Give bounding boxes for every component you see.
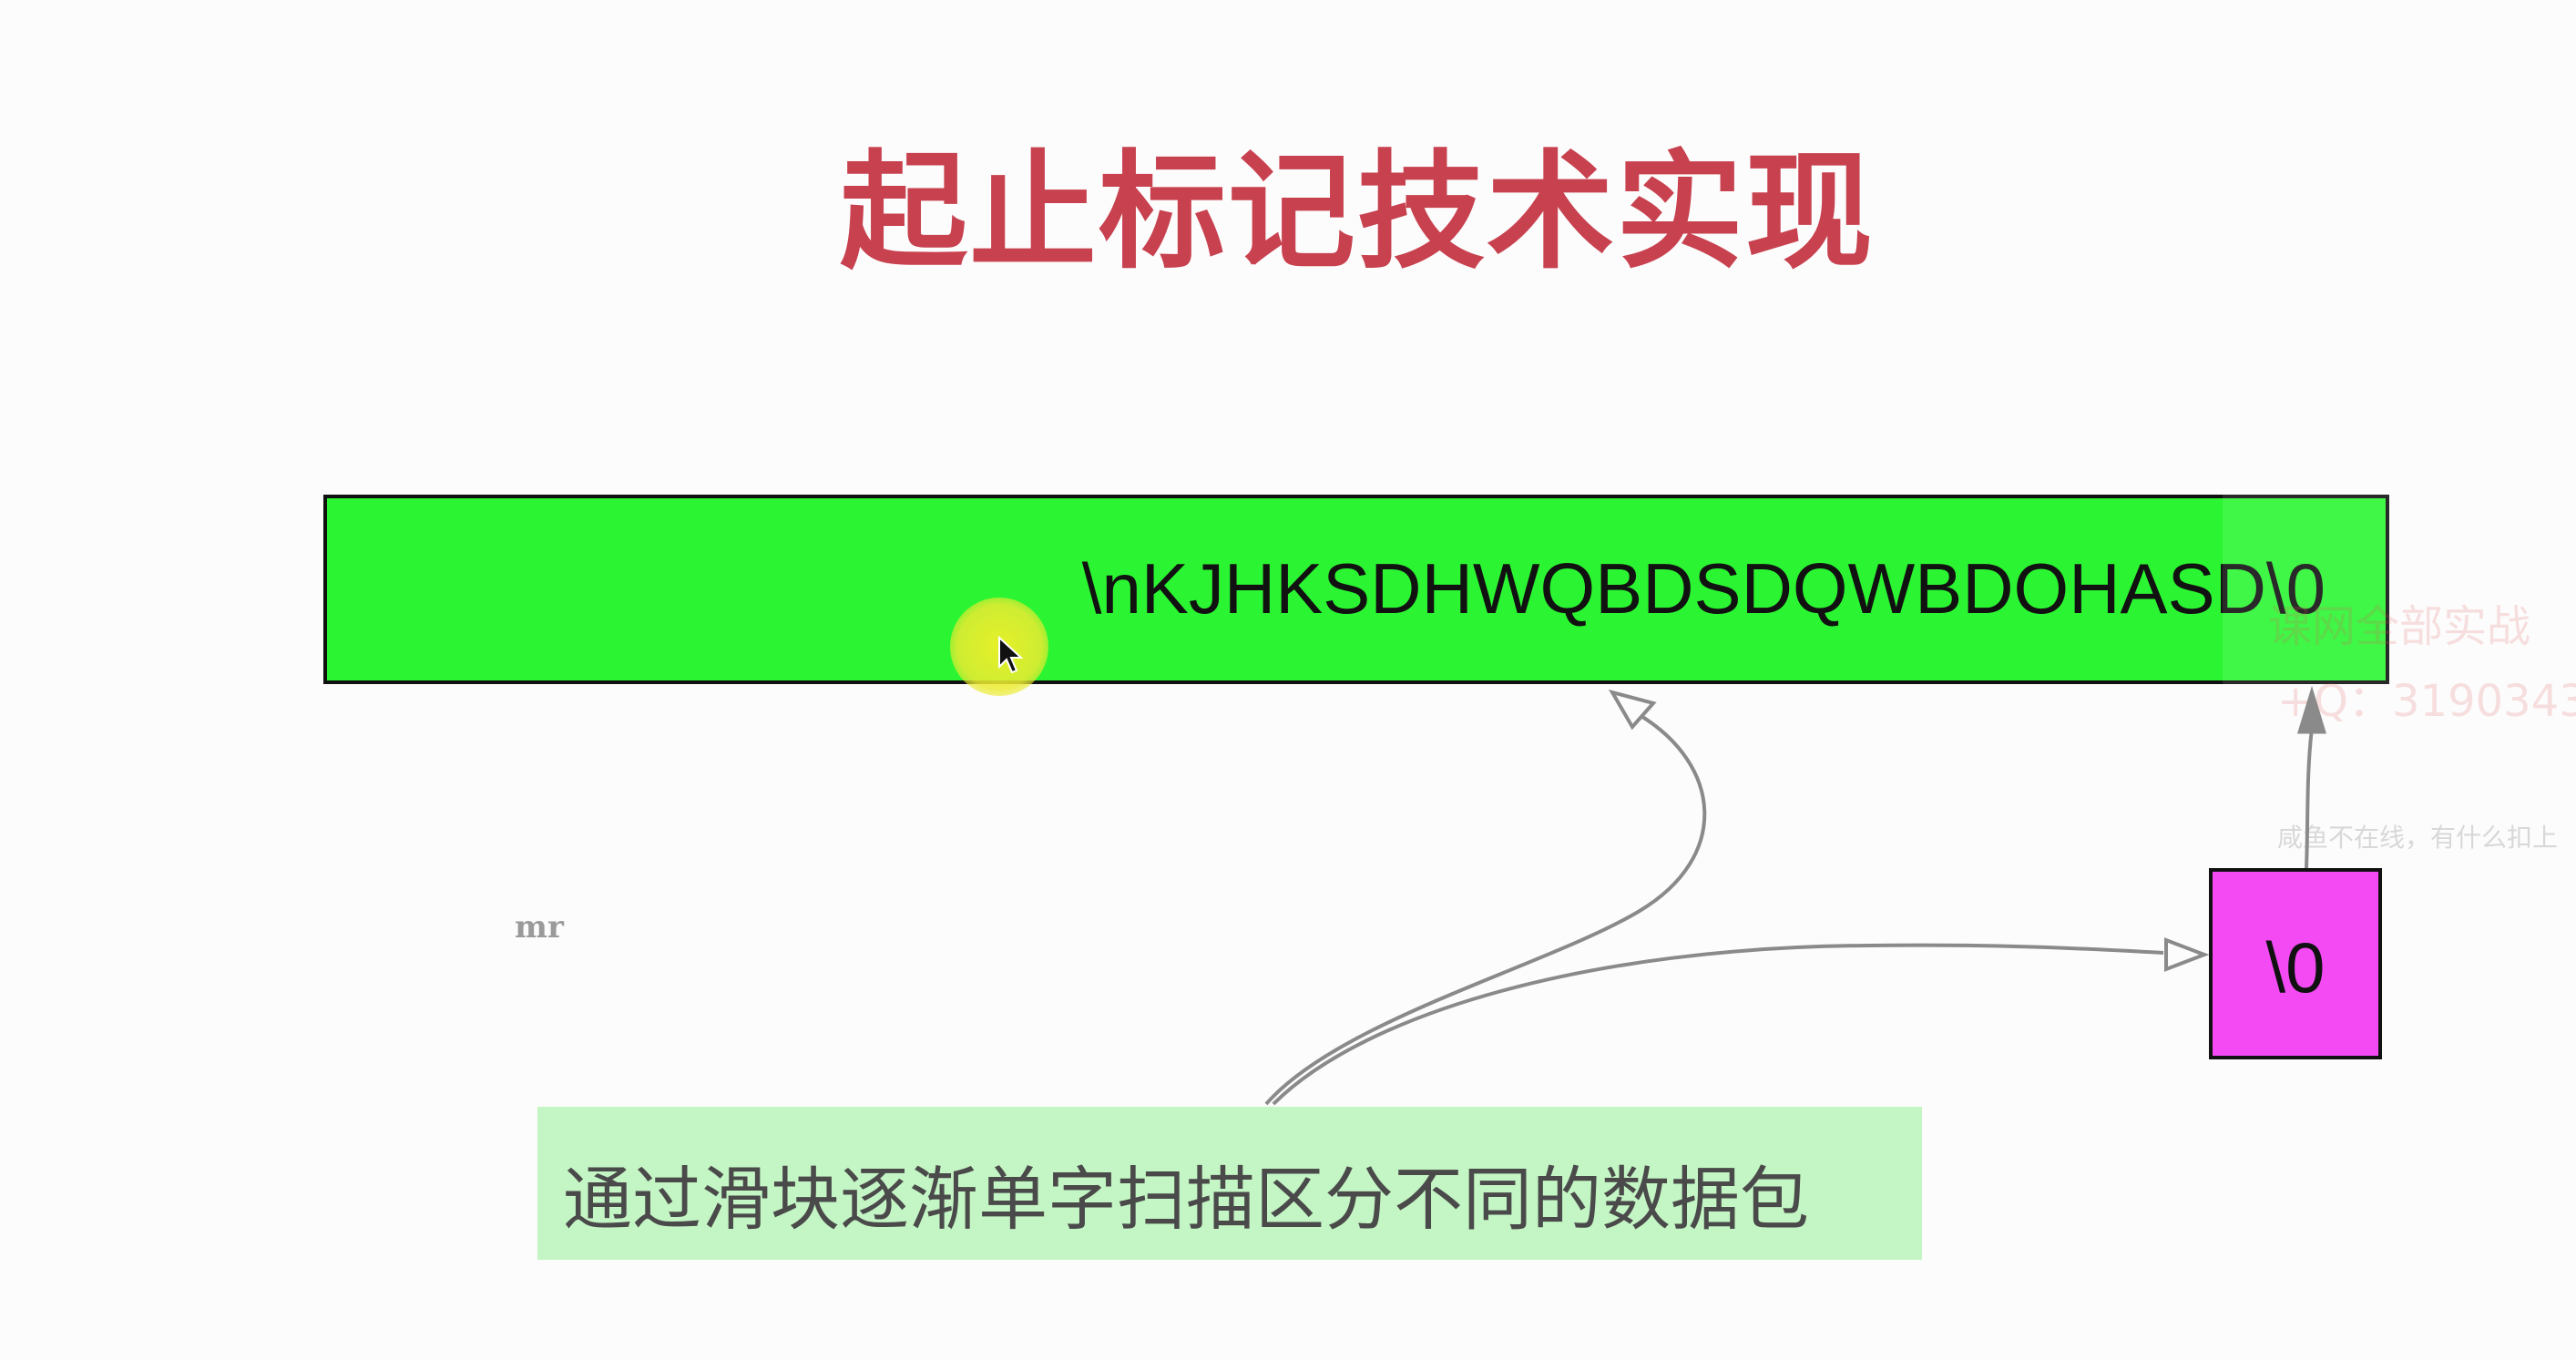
end-marker-box: \0 (2209, 868, 2382, 1059)
packet-text: \nKJHKSDHWQBDSDQWBDOHASD\0 (1081, 548, 2326, 629)
arrow-head-end-marker-to-packet (2296, 685, 2327, 734)
arrow-head-to-end-marker (2164, 937, 2210, 972)
data-packet-bar: \nKJHKSDHWQBDSDQWBDOHASD\0 (323, 495, 2389, 684)
watermark-line-1: 课网全部实战 (2268, 601, 2531, 652)
watermark-overlay (2223, 495, 2576, 684)
page-title: 起止标记技术实现 (839, 138, 1875, 287)
watermark-line-3: 咸鱼不在线，有什么扣上 (2277, 823, 2559, 853)
arrow-to-packet (1264, 713, 1707, 1106)
cursor-pointer-icon (998, 636, 1024, 674)
caption-box: 通过滑块逐渐单字扫描区分不同的数据包 (537, 1107, 1922, 1260)
arrow-end-marker-to-packet (2305, 728, 2314, 869)
arrow-to-end-marker (1272, 943, 2164, 1106)
end-marker-text: \0 (2265, 927, 2326, 1007)
watermark-line-2: +Q：3190343 (2277, 676, 2576, 727)
arrow-head-to-packet (1608, 689, 1657, 731)
caption-text: 通过滑块逐渐单字扫描区分不同的数据包 (563, 1159, 1809, 1240)
side-label: mr (515, 909, 564, 946)
